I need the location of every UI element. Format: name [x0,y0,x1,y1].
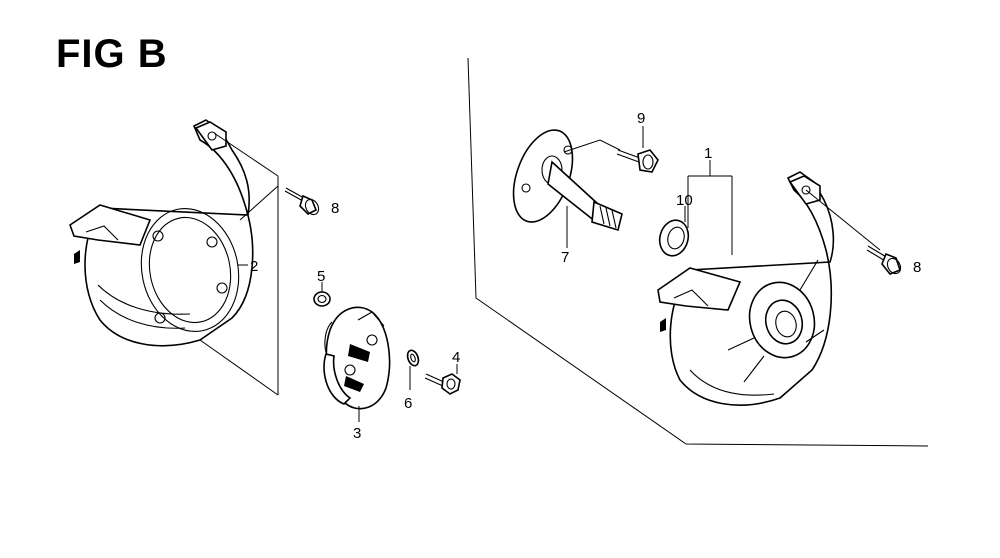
callout-8-left: 8 [331,200,339,217]
callout-5: 5 [317,268,325,285]
bolt-9 [616,149,659,173]
bolt-8-left [284,187,320,216]
callout-7: 7 [561,249,569,266]
callout-2: 2 [250,258,258,275]
figure-title: FIG B [56,32,168,76]
callout-10: 10 [676,192,693,209]
callout-4: 4 [452,349,460,366]
callout-8-right: 8 [913,259,921,276]
gear-case-housing-1 [657,171,835,406]
washer-6 [406,349,420,367]
clutch-shoe-3 [323,306,391,410]
callout-6: 6 [404,395,412,412]
callout-3: 3 [353,425,361,442]
oil-seal-10 [658,219,690,257]
bolt-4 [424,373,461,395]
callout-1: 1 [704,145,712,162]
shaft-7 [512,129,623,232]
clutch-housing-left [69,119,254,347]
nut-5 [313,291,331,307]
callout-9: 9 [637,110,645,127]
bolt-8-right [866,245,902,275]
